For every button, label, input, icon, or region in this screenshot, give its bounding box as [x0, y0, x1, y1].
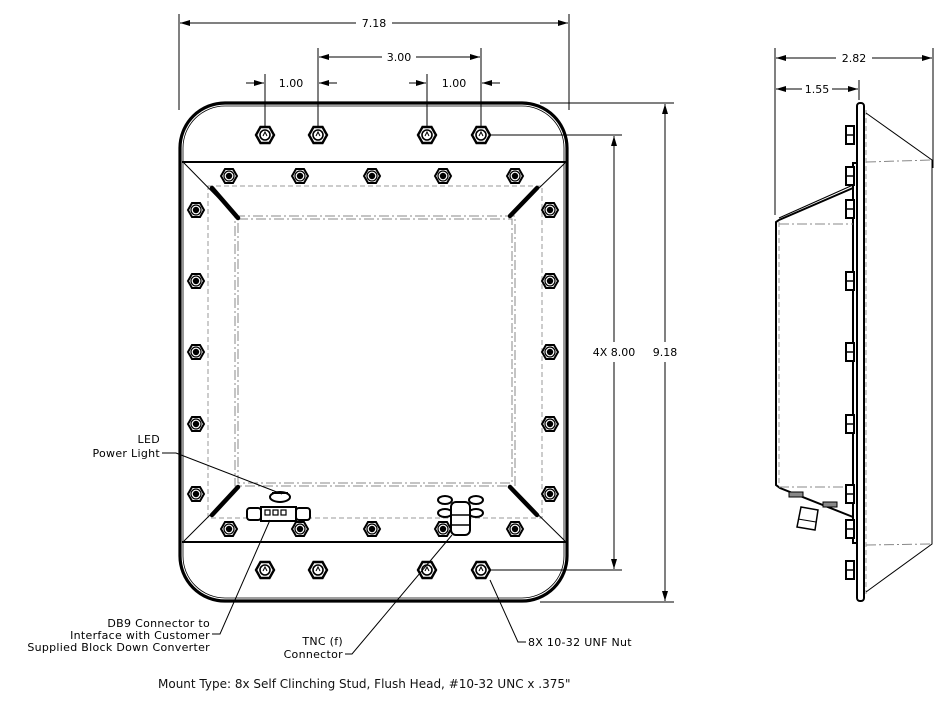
callout-db9-line1: DB9 Connector to — [107, 617, 210, 630]
dim-overall-depth: 2.82 — [842, 52, 867, 65]
dim-overall-width: 7.18 — [362, 17, 387, 30]
callouts: LED Power Light DB9 Connector to Interfa… — [27, 433, 632, 661]
footer-mount-note: Mount Type: 8x Self Clinching Stud, Flus… — [158, 677, 571, 691]
leader-nut — [489, 579, 526, 643]
front-dimensions: 7.18 3.00 1.00 1.00 4X 8.00 9.18 — [178, 14, 678, 603]
window-outer-hidden — [207, 185, 543, 519]
leader-led — [162, 452, 283, 495]
side-tnc-connector — [788, 491, 838, 531]
db9-connector — [246, 506, 311, 522]
dim-stud-spacing-center: 3.00 — [387, 51, 412, 64]
callout-db9-line2: Interface with Customer — [70, 629, 210, 642]
side-view: 2.82 1.55 — [774, 48, 934, 602]
led-power-light — [269, 491, 291, 503]
corner-braces — [183, 162, 566, 542]
callout-nut: 8X 10-32 UNF Nut — [528, 636, 632, 649]
flange-outline — [178, 101, 569, 603]
dim-overall-height: 9.18 — [653, 346, 678, 359]
side-flange — [856, 102, 865, 602]
callout-db9-line3: Supplied Block Down Converter — [27, 641, 210, 654]
callout-led-line2: Power Light — [92, 447, 160, 460]
callout-led-line1: LED — [138, 433, 160, 446]
side-radome — [865, 112, 933, 593]
callout-tnc-line1: TNC (f) — [301, 635, 343, 648]
tnc-connector — [437, 495, 484, 536]
window-inner-hidden — [234, 215, 516, 487]
front-view — [178, 101, 569, 603]
dim-stud-spacing-right: 1.00 — [442, 77, 467, 90]
dim-stud-spacing-left: 1.00 — [279, 77, 304, 90]
dim-stud-spacing-vertical: 4X 8.00 — [593, 346, 636, 359]
dim-flange-offset: 1.55 — [805, 83, 830, 96]
housing-nuts — [187, 168, 559, 537]
side-enclosure — [775, 187, 854, 518]
leader-tnc — [345, 534, 453, 655]
callout-tnc-line2: Connector — [284, 648, 344, 661]
leader-db9 — [212, 519, 271, 635]
